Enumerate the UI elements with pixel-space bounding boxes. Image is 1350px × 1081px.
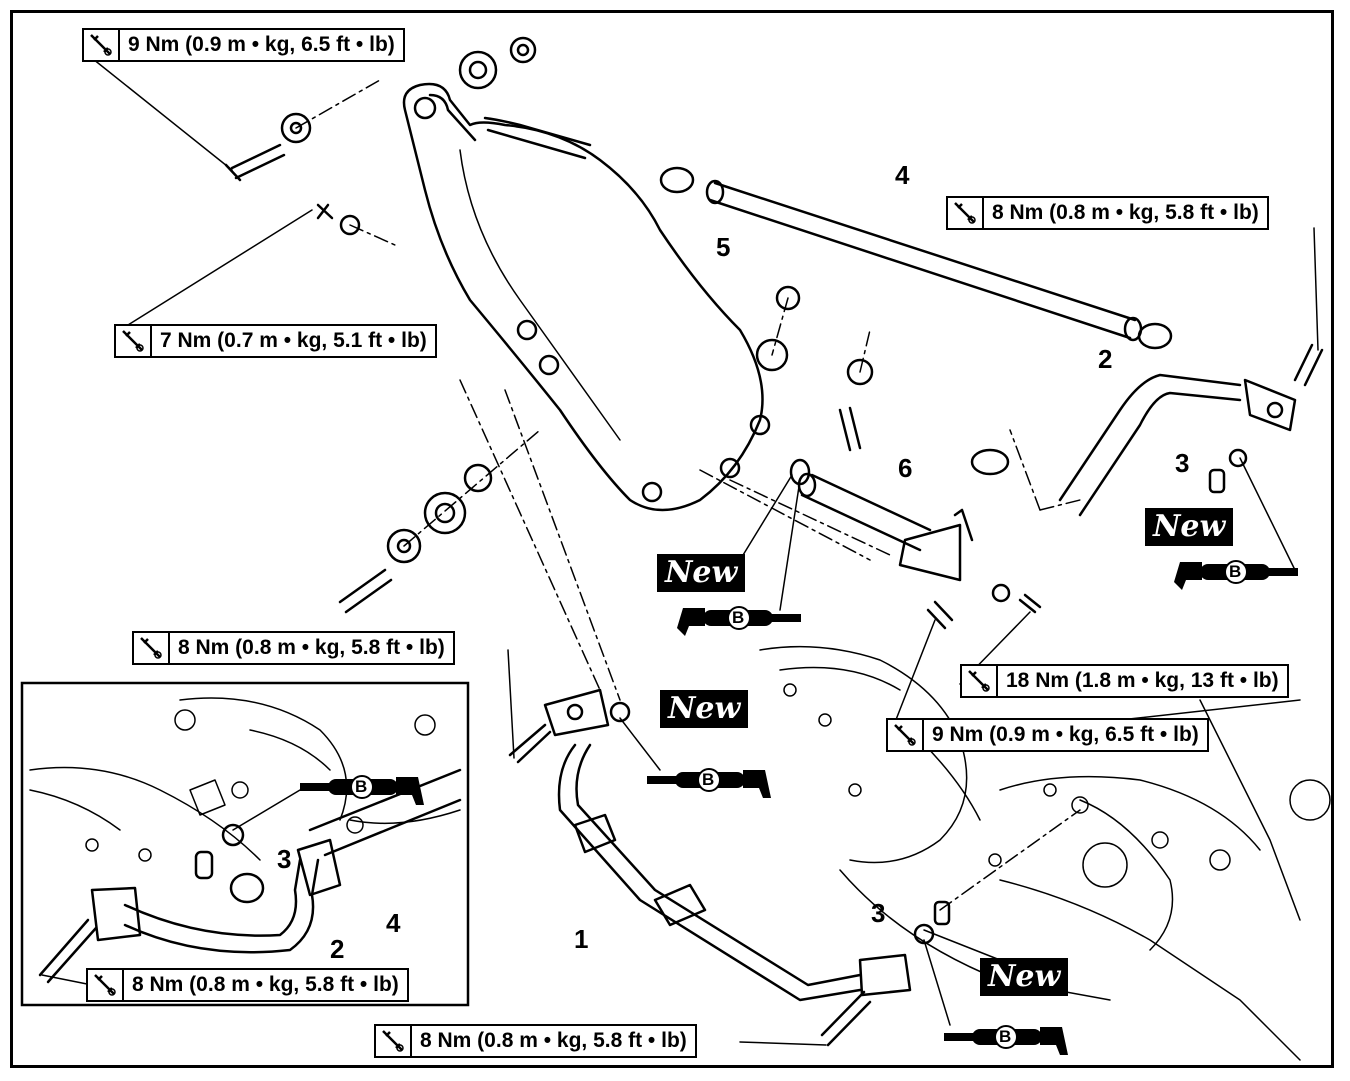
- grease-letter: B: [355, 777, 368, 796]
- part-number-2-inset: 2: [330, 934, 345, 964]
- new-part-tag: New: [980, 958, 1069, 996]
- inset-collar-3: [194, 850, 214, 880]
- torque-value: 7 Nm (0.7 m • kg, 5.1 ft • lb): [160, 329, 427, 352]
- torque-label-1: 9 Nm (0.9 m • kg, 6.5 ft • lb): [82, 28, 405, 62]
- torque-label-3: 7 Nm (0.7 m • kg, 5.1 ft • lb): [114, 324, 437, 358]
- bolt-mid-2: [926, 600, 954, 630]
- torque-wrench-icon: [376, 1026, 412, 1056]
- pipe-2-upper: [1058, 373, 1242, 502]
- torque-wrench-icon: [88, 970, 124, 1000]
- tank-upper-hose: [483, 116, 592, 147]
- grease-gun-icon: [944, 1025, 1068, 1055]
- grease-symbol: B: [1172, 552, 1302, 592]
- grease-symbol: B: [298, 767, 428, 807]
- pipe-6: [800, 473, 932, 552]
- part-number-4-inset: 4: [386, 908, 401, 938]
- washer-mid-left: [339, 214, 361, 236]
- engine-case-outline: [759, 645, 1331, 1061]
- hose-4: [708, 181, 1137, 340]
- part-number-3-lower: 3: [871, 898, 886, 928]
- clamp-right: [1137, 322, 1173, 350]
- torque-wrench-icon: [116, 326, 152, 356]
- collar-mid: [775, 285, 801, 311]
- washer-lower-left: [386, 528, 422, 564]
- grommet-top: [458, 50, 498, 90]
- inset-clamp: [229, 872, 265, 904]
- collar-3-upper: [1208, 468, 1226, 494]
- inset-pipe-2: [123, 858, 302, 937]
- torque-label-6: 9 Nm (0.9 m • kg, 6.5 ft • lb): [886, 718, 1209, 752]
- bolt-lower-left: [338, 568, 393, 614]
- torque-wrench-icon: [948, 198, 984, 228]
- torque-value: 8 Nm (0.8 m • kg, 5.8 ft • lb): [178, 636, 445, 659]
- torque-value: 8 Nm (0.8 m • kg, 5.8 ft • lb): [420, 1029, 687, 1052]
- new-part-tag: New: [657, 554, 746, 592]
- torque-value: 18 Nm (1.8 m • kg, 13 ft • lb): [1006, 669, 1279, 692]
- bolt-mid-1: [838, 406, 862, 452]
- grease-gun-icon: [1174, 560, 1298, 590]
- washer-right-tank: [846, 358, 874, 386]
- washer-mid: [991, 583, 1011, 603]
- grease-symbol: B: [675, 598, 805, 638]
- torque-value: 8 Nm (0.8 m • kg, 5.8 ft • lb): [132, 973, 399, 996]
- inset-box: [20, 681, 470, 1007]
- part-number-3-inset: 3: [277, 844, 292, 874]
- bolt-upper-left: [224, 143, 286, 182]
- diagram-frame: [10, 10, 1334, 1068]
- torque-label-7: 8 Nm (0.8 m • kg, 5.8 ft • lb): [86, 968, 409, 1002]
- reservoir-tank: [402, 82, 764, 512]
- collar-3-lower: [933, 900, 951, 926]
- grommet-lower-left: [423, 491, 467, 535]
- part-number-5: 5: [716, 232, 731, 262]
- grease-symbol: B: [942, 1017, 1072, 1057]
- new-part-tag: New: [660, 690, 749, 728]
- grease-symbol: B: [645, 760, 775, 800]
- o-ring-pipe-1: [609, 701, 631, 723]
- torque-value: 9 Nm (0.9 m • kg, 6.5 ft • lb): [128, 33, 395, 56]
- collar-top: [509, 36, 537, 64]
- collar-lower-left: [463, 463, 493, 493]
- inset-hose-4: [308, 768, 462, 857]
- torque-value: 9 Nm (0.9 m • kg, 6.5 ft • lb): [932, 723, 1199, 746]
- torque-wrench-icon: [84, 30, 120, 60]
- grease-gun-icon: [300, 775, 424, 805]
- grease-gun-icon: [677, 606, 801, 636]
- washer-upper-left: [280, 112, 312, 144]
- torque-label-5: 18 Nm (1.8 m • kg, 13 ft • lb): [960, 664, 1289, 698]
- grease-letter: B: [999, 1027, 1012, 1046]
- part-number-4: 4: [895, 160, 910, 190]
- torque-wrench-icon: [888, 720, 924, 750]
- clamp-upper: [659, 166, 695, 194]
- part-number-6: 6: [898, 453, 913, 483]
- bolt-pipe-1-upper: [508, 723, 552, 764]
- part-number-2: 2: [1098, 344, 1113, 374]
- torque-label-2: 8 Nm (0.8 m • kg, 5.8 ft • lb): [946, 196, 1269, 230]
- grommet-mid: [755, 338, 789, 372]
- torque-value: 8 Nm (0.8 m • kg, 5.8 ft • lb): [992, 201, 1259, 224]
- torque-wrench-icon: [134, 633, 170, 663]
- part-number-1: 1: [574, 924, 589, 954]
- pipe-1: [557, 743, 862, 1002]
- clamp-middle: [970, 448, 1010, 476]
- torque-label-4: 8 Nm (0.8 m • kg, 5.8 ft • lb): [132, 631, 455, 665]
- o-ring-upper-right: [1228, 448, 1248, 468]
- torque-wrench-icon: [962, 666, 998, 696]
- grease-letter: B: [732, 608, 745, 627]
- inset-o-ring: [221, 823, 245, 847]
- torque-label-8: 8 Nm (0.8 m • kg, 5.8 ft • lb): [374, 1024, 697, 1058]
- part-number-3-upper: 3: [1175, 448, 1190, 478]
- grease-letter: B: [702, 770, 715, 789]
- inset-bolt: [38, 918, 98, 984]
- grease-gun-icon: [647, 768, 771, 798]
- grease-letter: B: [1229, 562, 1242, 581]
- new-part-tag: New: [1145, 508, 1234, 546]
- bolt-upper-right: [1293, 343, 1324, 387]
- bolt-pipe-1-lower: [820, 990, 872, 1047]
